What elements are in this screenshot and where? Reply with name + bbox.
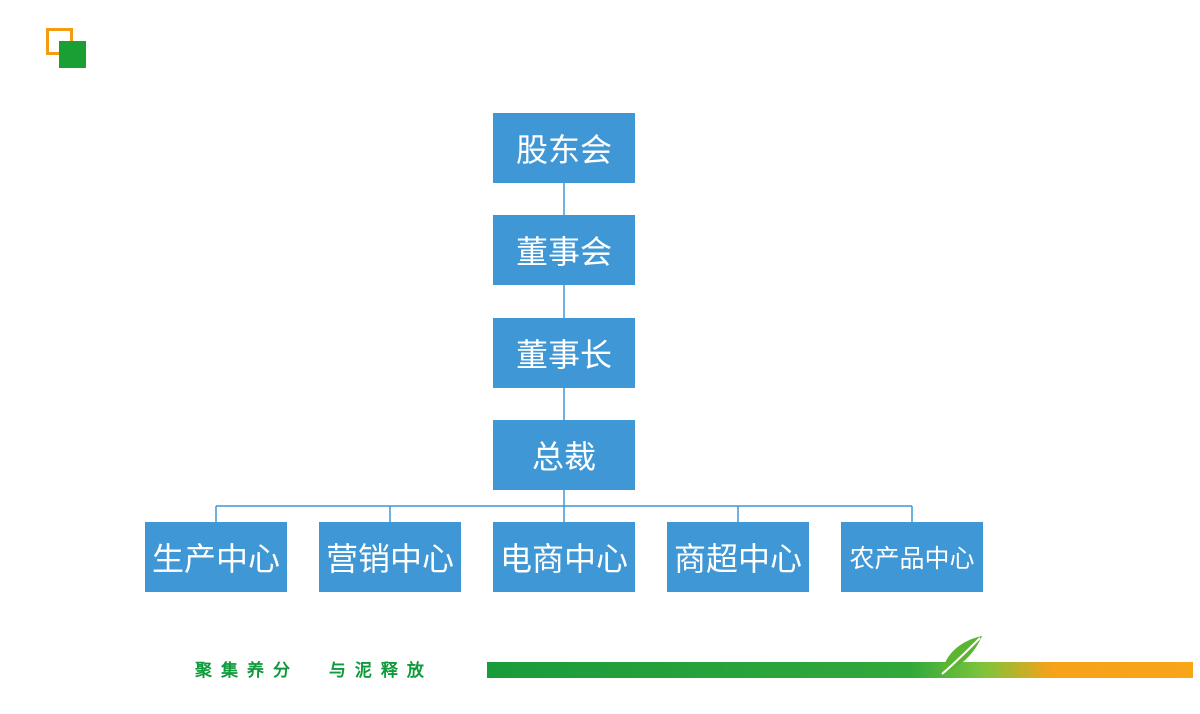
node-chairman: 董事长 — [493, 318, 635, 388]
node-marketing-center: 营销中心 — [319, 522, 461, 592]
logo-green-square — [59, 41, 86, 68]
node-board-of-directors: 董事会 — [493, 215, 635, 285]
node-agri-products-center: 农产品中心 — [841, 522, 983, 592]
node-shareholders-meeting: 股东会 — [493, 113, 635, 183]
company-logo — [46, 28, 86, 68]
footer-gradient-bar — [487, 662, 1193, 678]
node-production-center: 生产中心 — [145, 522, 287, 592]
node-president: 总裁 — [493, 420, 635, 490]
node-ecommerce-center: 电商中心 — [493, 522, 635, 592]
leaf-icon — [941, 636, 982, 675]
footer-slogan: 聚集养分 与泥释放 — [195, 661, 433, 681]
node-supermarket-center: 商超中心 — [667, 522, 809, 592]
